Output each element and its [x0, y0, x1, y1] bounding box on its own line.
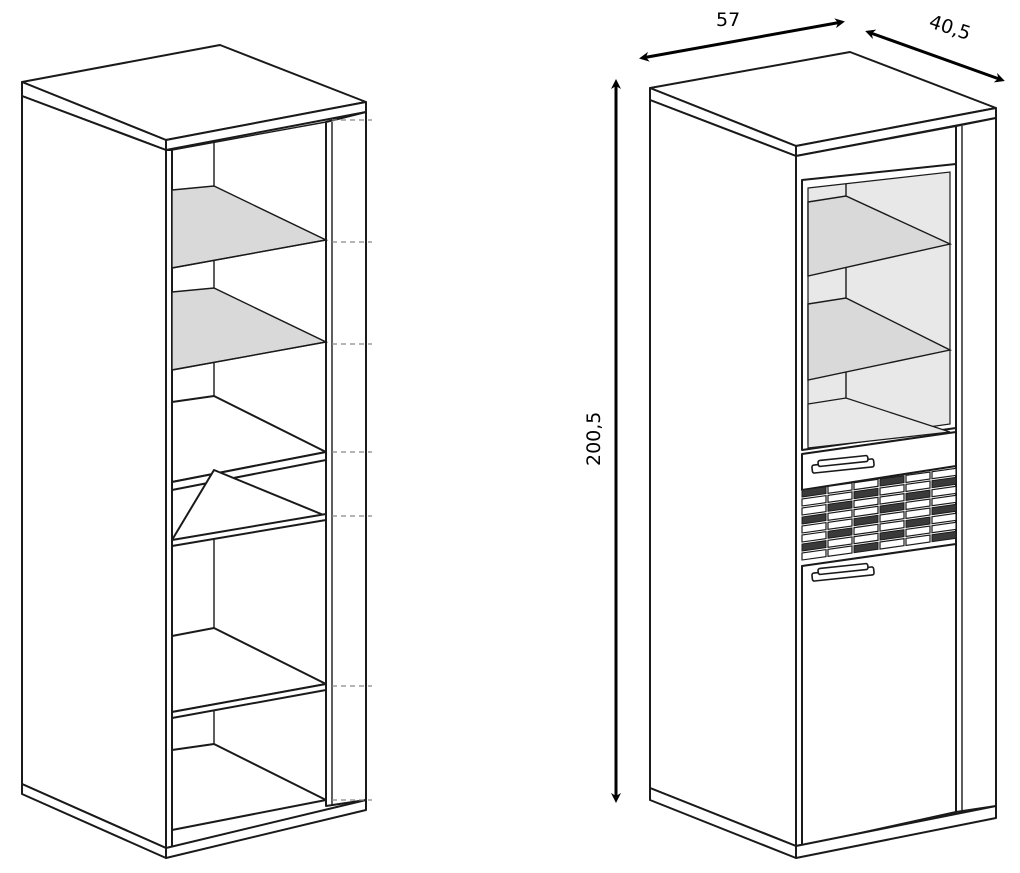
- closed-drawer-front: [801, 431, 957, 491]
- decor-tile: [853, 532, 879, 545]
- open-shelf-1-front: [171, 239, 327, 269]
- decor-tile: [853, 496, 879, 509]
- closed-lower-door[interactable]: [801, 543, 957, 847]
- open-shelf-5-front: [171, 683, 327, 719]
- decor-tile: [879, 502, 905, 514]
- cabinet-open-view-icon: [21, 44, 372, 859]
- decor-tile: [853, 487, 879, 500]
- decor-tile: [853, 505, 879, 518]
- decor-tile: [853, 514, 879, 527]
- decor-tile: [801, 513, 827, 525]
- decor-tile: [879, 483, 905, 496]
- open-bottom-shelf: [171, 743, 327, 831]
- closed-plinth-right: [795, 805, 997, 859]
- decor-tile: [827, 482, 853, 495]
- decor-tile: [931, 503, 957, 516]
- decor-tile: [827, 509, 853, 522]
- door-handle-grip: [817, 562, 869, 576]
- decor-tile: [905, 471, 931, 484]
- double-arrow-icon: [865, 29, 1005, 83]
- double-arrow-icon: [639, 18, 845, 62]
- decor-tile: [879, 475, 905, 487]
- decor-tile: [931, 512, 957, 525]
- decor-tile: [827, 491, 853, 504]
- decor-tile: [853, 541, 879, 554]
- decor-tile: [879, 537, 905, 550]
- decor-tile: [931, 467, 957, 480]
- decor-tile: [879, 519, 905, 532]
- decor-tile: [905, 480, 931, 493]
- decor-tile: [905, 516, 931, 528]
- decor-tile: [905, 534, 931, 547]
- width-label: 57: [716, 9, 740, 31]
- decor-tile: [853, 523, 879, 536]
- cabinet-closed-view-icon: [649, 51, 997, 859]
- open-left-post: [165, 149, 173, 849]
- decor-tile: [827, 518, 853, 531]
- decor-tile: [801, 540, 827, 552]
- height-label: 200,5: [583, 412, 605, 466]
- open-shelf-2-front: [171, 341, 327, 371]
- decor-tile: [827, 500, 853, 512]
- decor-tile: [801, 530, 827, 543]
- decor-tile: [801, 548, 827, 561]
- decor-tile: [905, 507, 931, 520]
- closed-glass-shelf-1: [807, 195, 953, 277]
- decor-tile: [801, 503, 827, 516]
- decor-tile: [827, 545, 853, 558]
- decor-tile: [931, 530, 957, 543]
- decor-tile: [801, 486, 827, 498]
- decor-tile: [905, 489, 931, 501]
- depth-label: 40,5: [926, 11, 973, 45]
- drawer-handle-grip: [817, 454, 869, 468]
- decor-tile: [931, 485, 957, 498]
- open-glass-shelf-1: [171, 185, 329, 269]
- closed-left-side: [649, 99, 797, 847]
- decor-tile: [905, 498, 931, 511]
- decor-tile: [853, 478, 879, 491]
- decor-tile: [801, 494, 827, 507]
- open-left-side: [21, 95, 167, 849]
- decor-tile: [879, 492, 905, 505]
- open-shelf-4-front: [171, 513, 327, 547]
- open-glass-shelf-2: [171, 287, 329, 371]
- decor-tile: [827, 536, 853, 549]
- decor-tile: [931, 476, 957, 489]
- decor-tile: [827, 527, 853, 539]
- decor-tile: [801, 521, 827, 534]
- open-top-inner-edge: [171, 121, 327, 151]
- closed-glass-shelf-2: [807, 297, 953, 381]
- open-plinth-right: [165, 799, 367, 859]
- decor-tile: [905, 525, 931, 538]
- decor-tile: [879, 510, 905, 523]
- decor-tile: [879, 529, 905, 541]
- decor-grid-panel: [801, 467, 957, 561]
- decor-tile: [931, 494, 957, 507]
- decor-tile: [931, 521, 957, 534]
